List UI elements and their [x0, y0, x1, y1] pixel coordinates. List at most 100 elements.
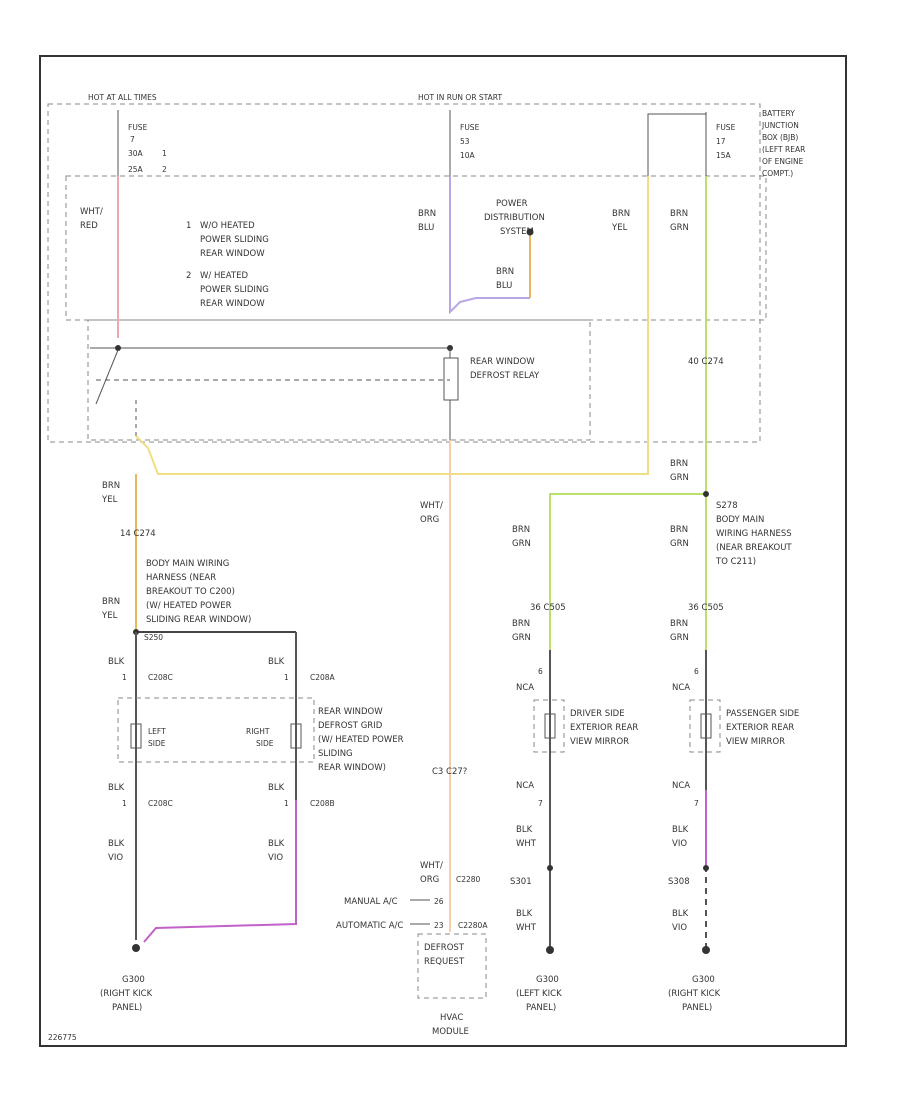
svg-text:REAR WINDOW): REAR WINDOW) [318, 763, 386, 773]
svg-text:SLIDING REAR WINDOW): SLIDING REAR WINDOW) [146, 615, 251, 625]
svg-text:GRN: GRN [512, 539, 531, 549]
svg-text:53: 53 [460, 137, 470, 146]
svg-text:DISTRIBUTION: DISTRIBUTION [484, 213, 545, 223]
svg-text:2: 2 [162, 165, 167, 174]
legend-option-1: 1 W/O HEATED POWER SLIDING REAR WINDOW [186, 221, 269, 259]
svg-text:BLU: BLU [496, 281, 512, 291]
legend-zone [65, 175, 767, 321]
svg-text:BLK: BLK [268, 839, 285, 849]
svg-text:PANEL): PANEL) [112, 1003, 142, 1013]
svg-text:25A: 25A [128, 165, 144, 174]
svg-text:REQUEST: REQUEST [424, 957, 465, 967]
note-body-harness-grid: BODY MAIN WIRING HARNESS (NEAR BREAKOUT … [146, 559, 251, 625]
wire-brn-grn-driver [549, 493, 706, 650]
connector-c208c-bottom: C208C [148, 799, 173, 808]
diagram-frame [39, 55, 847, 1047]
svg-text:BRN: BRN [102, 481, 120, 491]
svg-text:1: 1 [186, 221, 191, 231]
label-brn-grn-l2: BRN GRN [512, 619, 531, 643]
connector-c208c-top: C208C [148, 673, 173, 682]
splice-dot-icon [547, 865, 553, 871]
hot-at-all-times-zone [47, 103, 761, 443]
svg-text:YEL: YEL [101, 611, 118, 621]
svg-text:BRN: BRN [512, 619, 530, 629]
connector-c208a: C208A [310, 673, 336, 682]
svg-text:REAR WINDOW: REAR WINDOW [200, 249, 265, 259]
svg-text:VIEW MIRROR: VIEW MIRROR [726, 737, 785, 747]
svg-text:PANEL): PANEL) [682, 1003, 712, 1013]
label-blk-vio-l: BLK VIO [108, 839, 125, 863]
rear-window-defrost-grid [117, 697, 315, 763]
pin-1-c: 1 [122, 799, 127, 808]
heater-grid-icon [544, 713, 556, 739]
svg-text:TO C211): TO C211) [715, 557, 756, 567]
relay-zone [87, 319, 591, 441]
splice-dot-icon [526, 228, 534, 236]
fuse-17: FUSE 17 15A [716, 123, 736, 160]
pin-1-a: 1 [122, 673, 127, 682]
label-brn-grn-mid: BRN GRN [670, 459, 689, 483]
svg-text:2: 2 [186, 271, 191, 281]
pin-23: 23 [434, 921, 444, 930]
label-wht-org: WHT/ ORG [420, 501, 443, 525]
svg-text:POWER SLIDING: POWER SLIDING [200, 235, 269, 245]
svg-text:15A: 15A [716, 151, 732, 160]
passenger-mirror-box [689, 699, 721, 753]
svg-text:MODULE: MODULE [432, 1027, 469, 1037]
splice-s250: S250 [144, 633, 163, 642]
svg-text:ORG: ORG [420, 515, 439, 525]
label-blk-r2: BLK [268, 783, 285, 793]
svg-text:BODY MAIN: BODY MAIN [716, 515, 764, 525]
label-nca-3: NCA [516, 781, 534, 791]
svg-text:SYSTEM: SYSTEM [500, 227, 534, 237]
heater-grid-icon [700, 713, 712, 739]
svg-text:BATTERY: BATTERY [762, 109, 795, 118]
svg-text:PASSENGER SIDE: PASSENGER SIDE [726, 709, 799, 719]
svg-text:(NEAR BREAKOUT: (NEAR BREAKOUT [716, 543, 792, 553]
svg-text:W/O HEATED: W/O HEATED [200, 221, 255, 231]
svg-text:WHT/: WHT/ [420, 861, 443, 871]
svg-text:BODY MAIN WIRING: BODY MAIN WIRING [146, 559, 229, 569]
splice-s308: S308 [668, 877, 690, 887]
heater-grid-icon [130, 723, 142, 749]
label-blk-l2: BLK [108, 783, 125, 793]
svg-text:W/ HEATED: W/ HEATED [200, 271, 248, 281]
svg-text:GRN: GRN [670, 633, 689, 643]
rear-window-defrost-relay-label: REAR WINDOW DEFROST RELAY [470, 357, 540, 381]
svg-text:REAR WINDOW: REAR WINDOW [200, 299, 265, 309]
ground-icon [702, 946, 710, 954]
svg-text:POWER SLIDING: POWER SLIDING [200, 285, 269, 295]
source-hot-all-times: HOT AT ALL TIMES [88, 93, 157, 102]
label-brn-yel-mid: BRN YEL [101, 481, 120, 505]
defrost-request: DEFROST REQUEST [424, 943, 465, 967]
svg-text:BLK: BLK [672, 909, 689, 919]
svg-text:EXTERIOR REAR: EXTERIOR REAR [726, 723, 794, 733]
label-blk-r1: BLK [268, 657, 285, 667]
svg-text:G300: G300 [122, 975, 145, 985]
hvac-module-box [417, 933, 487, 999]
svg-text:FUSE: FUSE [716, 123, 736, 132]
driver-mirror-box [533, 699, 565, 753]
svg-text:DEFROST: DEFROST [424, 943, 465, 953]
svg-text:GRN: GRN [670, 473, 689, 483]
ground-g300-right-kick-1: G300 (RIGHT KICK PANEL) [100, 975, 153, 1013]
svg-text:YEL: YEL [611, 223, 628, 233]
svg-text:BLU: BLU [418, 223, 434, 233]
svg-text:BRN: BRN [670, 525, 688, 535]
grid-left-side: LEFT SIDE [148, 727, 166, 748]
svg-text:(RIGHT KICK: (RIGHT KICK [100, 989, 153, 999]
svg-text:ORG: ORG [420, 875, 439, 885]
svg-text:SIDE: SIDE [148, 739, 166, 748]
wire-brn-yel [135, 176, 649, 475]
label-brn-yel-low: BRN YEL [101, 597, 120, 621]
splice-dot-icon [703, 491, 709, 497]
svg-text:VIO: VIO [108, 853, 123, 863]
label-brn-grn-l1: BRN GRN [512, 525, 531, 549]
splice-dot-icon [703, 865, 709, 871]
svg-text:WHT/: WHT/ [420, 501, 443, 511]
label-brn-grn-r2: BRN GRN [670, 619, 689, 643]
pin-7-right: 7 [694, 799, 699, 808]
ground-icon [132, 944, 140, 952]
svg-text:WHT/: WHT/ [80, 207, 103, 217]
legend-option-2: 2 W/ HEATED POWER SLIDING REAR WINDOW [186, 271, 269, 309]
